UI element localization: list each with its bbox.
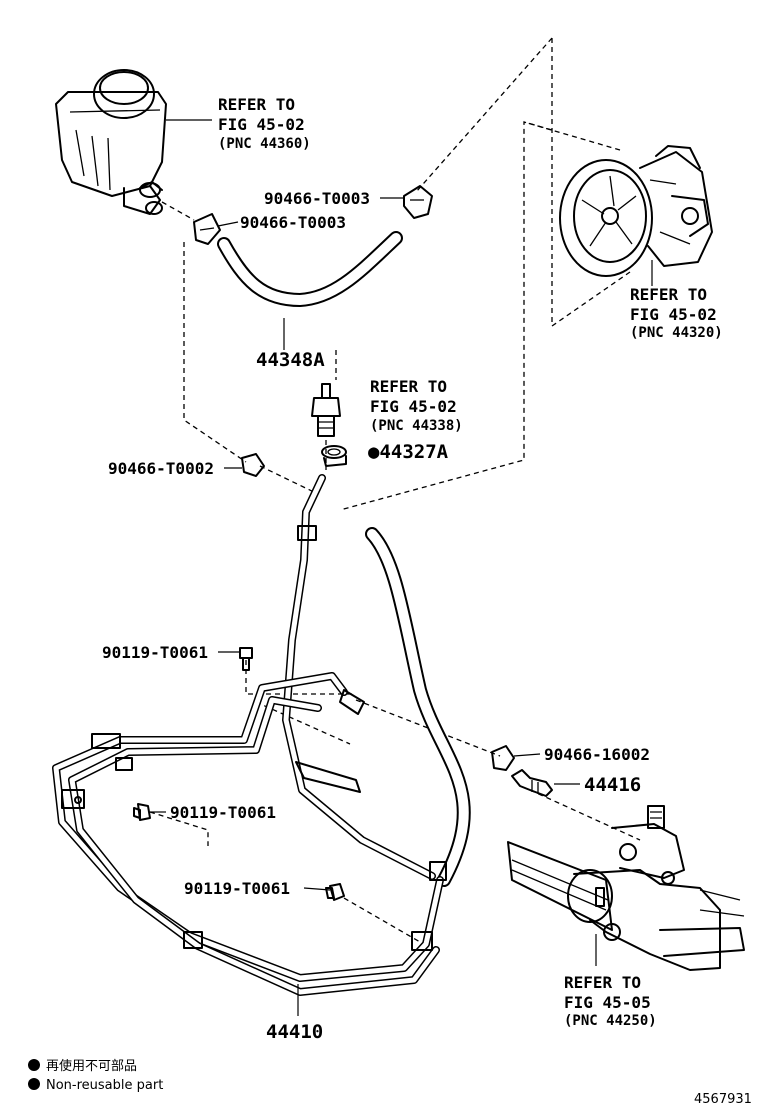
reservoir-ref-line1: REFER TO: [218, 95, 295, 114]
legend-bullet-icon-1: [28, 1059, 40, 1071]
legend-japanese: 再使用不可部品: [46, 1058, 137, 1074]
label-bolt-mid: 90119-T0061: [170, 803, 276, 822]
reference-dashed-lines: [149, 37, 641, 943]
gear-ref-line1: REFER TO: [564, 973, 641, 992]
pump-ref-line1: REFER TO: [630, 285, 707, 304]
pressure-valve-44338: [311, 383, 341, 437]
leader-lines: [150, 119, 653, 1016]
clip-reservoir-side: [193, 213, 221, 245]
bolt-mid-90119-T0061: [133, 803, 151, 821]
steering-gear-illustration: [507, 805, 745, 971]
pump-ref-line3: (PNC 44320): [630, 325, 723, 341]
pump-illustration: [559, 145, 713, 277]
label-valve-reference: REFER TO FIG 45-02 (PNC 44338): [370, 377, 463, 434]
legend-english: Non-reusable part: [46, 1078, 163, 1093]
label-hose-44348A: 44348A: [256, 349, 325, 371]
clip-90466-16002: [491, 745, 515, 771]
pressure-tube-44410: [52, 474, 471, 996]
reservoir-illustration: [55, 69, 167, 215]
label-gear-reference: REFER TO FIG 45-05 (PNC 44250): [564, 973, 657, 1029]
gasket-44327A: [321, 445, 347, 467]
union-44416: [511, 769, 553, 797]
clip-pump-side: [403, 185, 433, 219]
label-union-44416: 44416: [584, 774, 641, 796]
clip-90466-T0002: [241, 453, 265, 477]
valve-ref-line2: FIG 45-02: [370, 397, 457, 416]
bolt-low-90119-T0061: [325, 883, 345, 901]
legend: 再使用不可部品 Non-reusable part: [28, 1058, 163, 1093]
gear-ref-line2: FIG 45-05: [564, 993, 651, 1012]
label-bolt-top: 90119-T0061: [102, 643, 208, 662]
bolt-top-90119-T0061: [239, 647, 253, 671]
reservoir-ref-line2: FIG 45-02: [218, 115, 305, 134]
valve-ref-line3: (PNC 44338): [370, 418, 463, 434]
return-hose-44348A: [217, 231, 403, 307]
label-clip-pump: 90466-T0003: [264, 189, 370, 208]
label-clip-90466-16002: 90466-16002: [544, 745, 650, 764]
figure-id: 4567931: [694, 1092, 752, 1107]
label-clip-reservoir: 90466-T0003: [240, 213, 346, 232]
label-clip-90466-T0002: 90466-T0002: [108, 459, 214, 478]
valve-ref-line1: REFER TO: [370, 377, 447, 396]
pump-ref-line2: FIG 45-02: [630, 305, 717, 324]
label-bolt-low: 90119-T0061: [184, 879, 290, 898]
reservoir-ref-line3: (PNC 44360): [218, 136, 311, 152]
legend-bullet-icon-2: [28, 1078, 40, 1090]
label-pump-reference: REFER TO FIG 45-02 (PNC 44320): [630, 285, 723, 341]
label-gasket-44327A: ●44327A: [368, 441, 449, 463]
label-reservoir-reference: REFER TO FIG 45-02 (PNC 44360): [218, 95, 311, 152]
gear-ref-line3: (PNC 44250): [564, 1013, 657, 1029]
label-tube-44410: 44410: [266, 1021, 323, 1043]
